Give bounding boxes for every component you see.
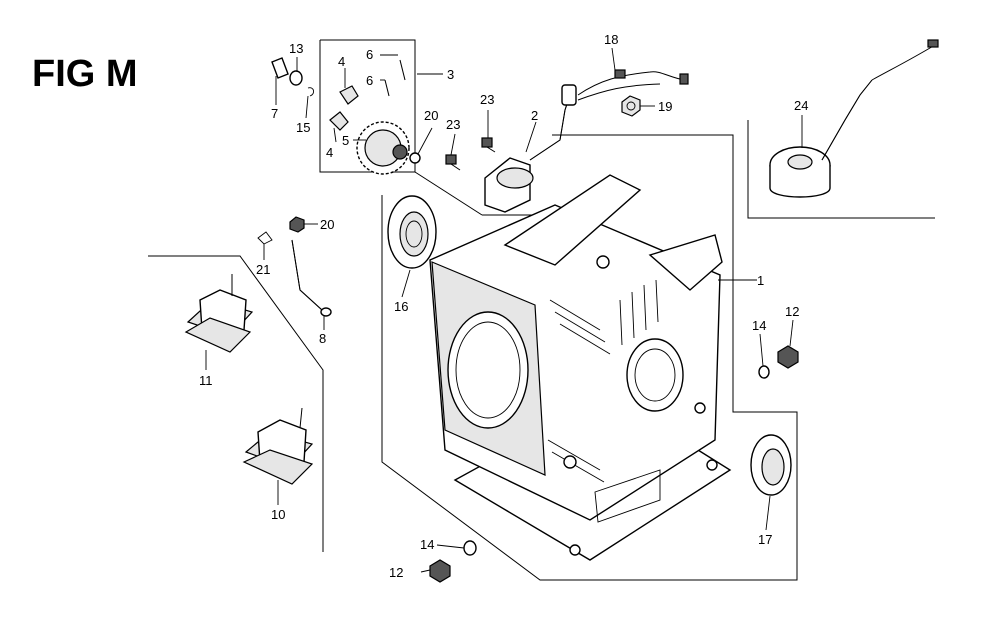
nut-part-19 (621, 95, 641, 117)
callout-6a: 6 (366, 47, 373, 62)
callout-8: 8 (319, 331, 326, 346)
callout-21: 21 (256, 262, 270, 277)
oil-pump-group (271, 57, 421, 175)
callout-20a: 20 (424, 108, 438, 123)
callout-4b: 4 (326, 145, 333, 160)
callout-23a: 23 (480, 92, 494, 107)
callout-1: 1 (757, 273, 764, 288)
callout-3: 3 (447, 67, 454, 82)
washer-part-14b (463, 540, 477, 556)
callout-4a: 4 (338, 54, 345, 69)
bearing-seal-part (387, 195, 437, 269)
crankcase-part (429, 174, 732, 561)
washer-part-14a (758, 365, 770, 379)
callout-6b: 6 (366, 73, 373, 88)
callout-24: 24 (794, 98, 808, 113)
engine-mount-part-11 (184, 274, 254, 353)
callout-labels: 1 2 3 4 4 5 6 6 7 8 10 11 12 12 13 14 14… (199, 32, 808, 580)
clip-part-21 (257, 231, 273, 245)
callout-20b: 20 (320, 217, 334, 232)
oil-tube-part (291, 239, 332, 317)
callout-2: 2 (531, 108, 538, 123)
callout-10: 10 (271, 507, 285, 522)
callout-12b: 12 (389, 565, 403, 580)
oil-seal-part (750, 434, 792, 496)
callout-19: 19 (658, 99, 672, 114)
callout-5: 5 (342, 133, 349, 148)
group-boundary-lines (148, 39, 935, 581)
callout-14b: 14 (420, 537, 434, 552)
wire-harness-part (577, 69, 689, 101)
drain-plug-part-12b (429, 559, 451, 583)
callout-12a: 12 (785, 304, 799, 319)
callout-17: 17 (758, 532, 772, 547)
callout-7: 7 (271, 106, 278, 121)
engine-mount-part-10 (242, 407, 314, 485)
drain-plug-part-12a (777, 345, 799, 369)
callout-18: 18 (604, 32, 618, 47)
figure-title: FIG M (32, 53, 138, 95)
callout-23b: 23 (446, 117, 460, 132)
nut-part-20 (289, 216, 305, 233)
callout-16: 16 (394, 299, 408, 314)
callout-14a: 14 (752, 318, 766, 333)
callout-13: 13 (289, 41, 303, 56)
callout-11: 11 (199, 373, 213, 388)
callout-15: 15 (296, 120, 310, 135)
leader-lines (205, 47, 803, 573)
oil-alert-switch-part (484, 84, 577, 213)
sensor-part-24 (769, 39, 939, 198)
